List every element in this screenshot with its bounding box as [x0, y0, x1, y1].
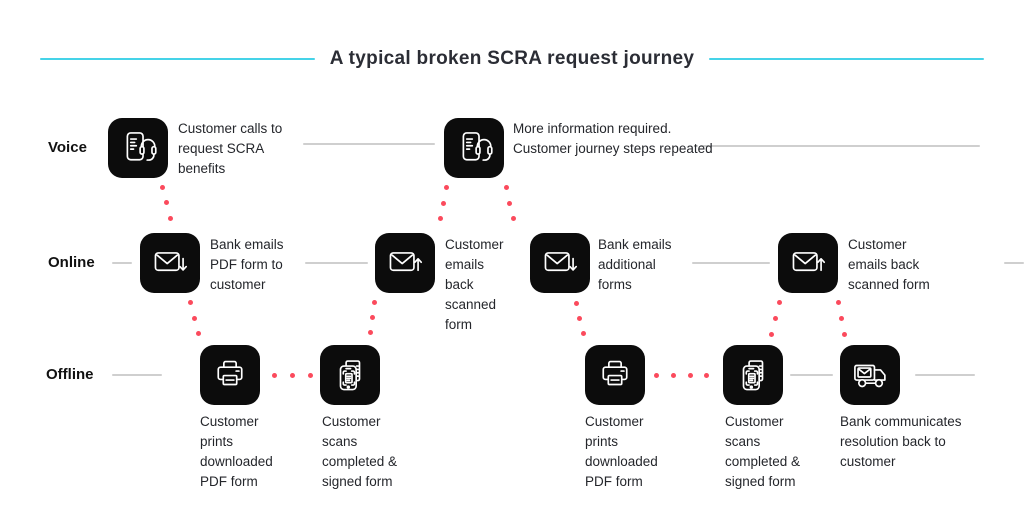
- journey-dot: [440, 200, 446, 206]
- node-caption: Bank emails additional forms: [598, 237, 672, 292]
- title-row: A typical broken SCRA request journey: [40, 48, 984, 70]
- node-mail-truck: [840, 345, 900, 405]
- phone-scan-icon: [320, 345, 380, 405]
- node-voice-call-1: [108, 118, 168, 178]
- journey-dot: [437, 215, 443, 221]
- lane-label-voice: Voice: [48, 139, 87, 156]
- journey-dot: [670, 372, 676, 378]
- journey-dot: [167, 215, 173, 221]
- node-email-down-1: [140, 233, 200, 293]
- journey-dot: [687, 372, 693, 378]
- journey-dot: [776, 299, 782, 305]
- email-upload-icon: [375, 233, 435, 293]
- node-caption: Customer emails back scanned form: [445, 237, 504, 332]
- lane-line: [1004, 262, 1024, 264]
- lane-label-offline: Offline: [46, 366, 94, 383]
- phone-headset-icon: [444, 118, 504, 178]
- journey-dot: [503, 184, 509, 190]
- printer-icon: [585, 345, 645, 405]
- lane-label-online: Online: [48, 254, 95, 271]
- journey-dot: [163, 199, 169, 205]
- node-caption: Customer prints downloaded PDF form: [585, 414, 658, 489]
- node-caption: More information required. Customer jour…: [513, 121, 713, 156]
- lane-line: [112, 262, 132, 264]
- journey-dot: [289, 372, 295, 378]
- node-caption: Customer scans completed & signed form: [322, 414, 398, 489]
- node-caption: Customer prints downloaded PDF form: [200, 414, 273, 489]
- node-email-down-2: [530, 233, 590, 293]
- node-caption: Bank emails PDF form to customer: [210, 237, 284, 292]
- journey-dot: [580, 330, 586, 336]
- journey-dot: [371, 299, 377, 305]
- node-scan-1: [320, 345, 380, 405]
- journey-dot: [195, 330, 201, 336]
- phone-headset-icon: [108, 118, 168, 178]
- journey-dot: [510, 215, 516, 221]
- journey-dot: [838, 315, 844, 321]
- journey-dot: [576, 315, 582, 321]
- journey-dot: [506, 200, 512, 206]
- journey-dot: [307, 372, 313, 378]
- journey-dot: [703, 372, 709, 378]
- node-caption: Customer calls to request SCRA benefits: [178, 121, 283, 176]
- journey-dot: [653, 372, 659, 378]
- journey-dot: [573, 300, 579, 306]
- phone-scan-icon: [723, 345, 783, 405]
- journey-dot: [367, 329, 373, 335]
- email-download-icon: [530, 233, 590, 293]
- journey-dot: [369, 314, 375, 320]
- node-email-up-2: [778, 233, 838, 293]
- journey-dot: [191, 315, 197, 321]
- mail-truck-icon: [840, 345, 900, 405]
- node-email-up-1: [375, 233, 435, 293]
- lane-line: [790, 374, 833, 376]
- journey-dot: [835, 299, 841, 305]
- journey-dot: [768, 331, 774, 337]
- lane-line: [692, 262, 770, 264]
- journey-dot: [159, 184, 165, 190]
- journey-dot: [187, 299, 193, 305]
- lane-line: [303, 143, 435, 145]
- node-caption: Bank communicates resolution back to cus…: [840, 414, 962, 469]
- lane-line: [112, 374, 162, 376]
- email-download-icon: [140, 233, 200, 293]
- node-caption: Customer emails back scanned form: [848, 237, 930, 292]
- node-caption: Customer scans completed & signed form: [725, 414, 801, 489]
- node-print-2: [585, 345, 645, 405]
- node-print-1: [200, 345, 260, 405]
- lane-line: [915, 374, 975, 376]
- title-accent-line-right: [709, 58, 984, 60]
- page-title: A typical broken SCRA request journey: [329, 48, 695, 69]
- email-upload-icon: [778, 233, 838, 293]
- lane-line: [305, 262, 368, 264]
- journey-dot: [772, 315, 778, 321]
- journey-dot: [841, 331, 847, 337]
- journey-dot: [443, 184, 449, 190]
- printer-icon: [200, 345, 260, 405]
- lane-line: [700, 145, 980, 147]
- journey-dot: [271, 372, 277, 378]
- node-voice-call-2: [444, 118, 504, 178]
- title-accent-line-left: [40, 58, 315, 60]
- node-scan-2: [723, 345, 783, 405]
